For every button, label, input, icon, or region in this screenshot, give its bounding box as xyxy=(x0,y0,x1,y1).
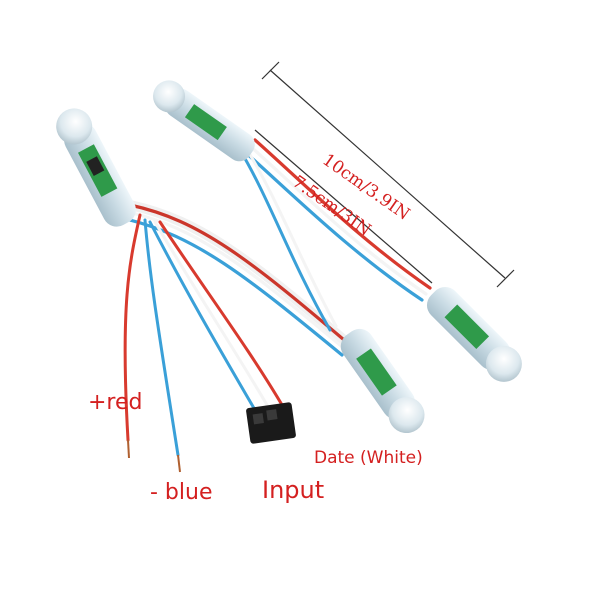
dimension-line-total xyxy=(261,61,515,288)
positive-wire-label: +red xyxy=(88,390,143,415)
dimension-line-spacing xyxy=(254,129,433,284)
wire-bundle-top xyxy=(243,138,432,302)
data-wire-label: Date (White) xyxy=(314,448,423,468)
input-label: Input xyxy=(262,476,325,504)
loose-leads xyxy=(123,213,287,457)
led-pixel-middle xyxy=(340,328,425,434)
negative-wire-label: - blue xyxy=(150,480,213,505)
led-pixel-left xyxy=(56,108,136,227)
led-pixel-top xyxy=(153,80,255,162)
wire-tips xyxy=(127,439,181,473)
led-pixel-right xyxy=(426,286,522,382)
wire-bundle-branch xyxy=(238,146,338,332)
jst-connector xyxy=(246,402,296,444)
